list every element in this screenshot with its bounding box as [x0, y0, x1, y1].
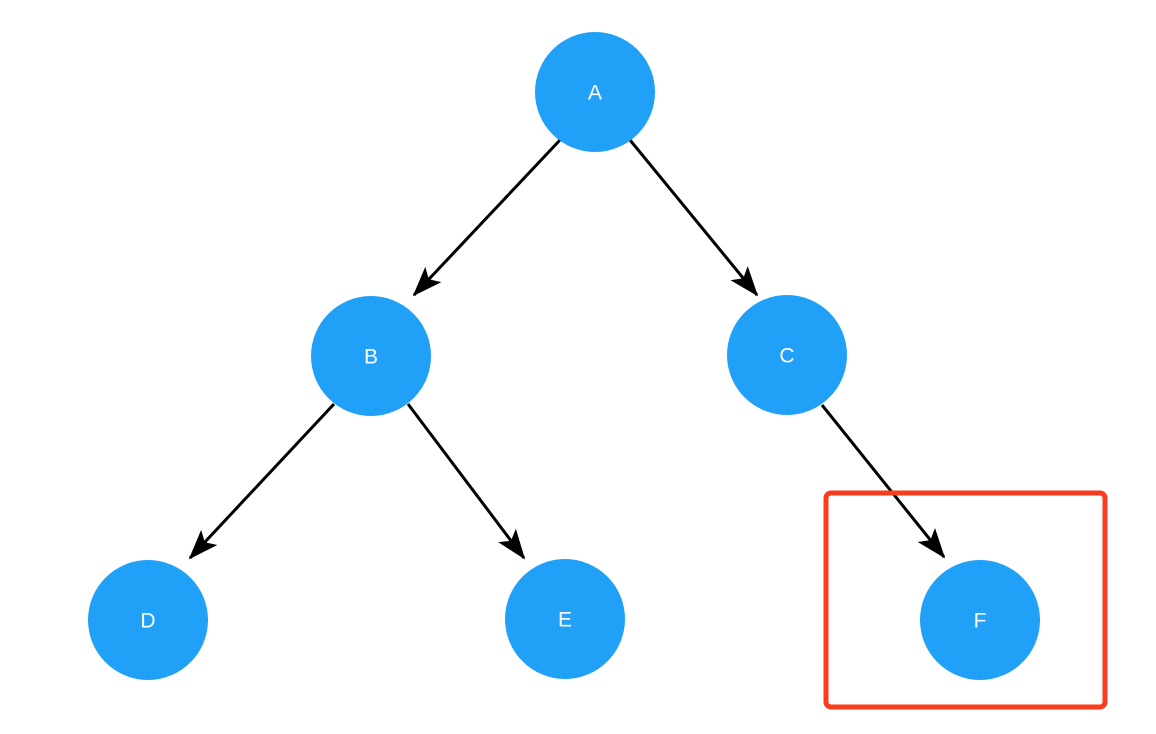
node-circle-c[interactable] — [727, 295, 847, 415]
node-label-c: C — [779, 345, 794, 368]
node-circle-e[interactable] — [505, 559, 625, 679]
edge-layer — [188, 138, 946, 560]
node-d[interactable]: D — [88, 560, 208, 680]
node-circle-a[interactable] — [535, 32, 655, 152]
node-f[interactable]: F — [920, 560, 1040, 680]
edge-c-to-f — [820, 404, 946, 559]
edge-a-to-c — [628, 139, 759, 297]
edge-b-to-d — [188, 402, 336, 560]
edge-b-to-e — [406, 403, 526, 560]
node-a[interactable]: A — [535, 32, 655, 152]
node-label-e: E — [558, 609, 572, 632]
node-layer: A B C D E F — [88, 32, 1040, 680]
node-e[interactable]: E — [505, 559, 625, 679]
highlight-layer — [823, 490, 1108, 710]
highlight-box[interactable] — [823, 490, 1108, 710]
node-circle-b[interactable] — [311, 296, 431, 416]
node-circle-d[interactable] — [88, 560, 208, 680]
node-label-a: A — [588, 82, 602, 105]
node-circle-f[interactable] — [920, 560, 1040, 680]
node-label-b: B — [364, 346, 378, 369]
node-b[interactable]: B — [311, 296, 431, 416]
node-label-d: D — [140, 610, 155, 633]
node-c[interactable]: C — [727, 295, 847, 415]
node-label-f: F — [974, 610, 987, 633]
edge-a-to-b — [412, 138, 562, 297]
